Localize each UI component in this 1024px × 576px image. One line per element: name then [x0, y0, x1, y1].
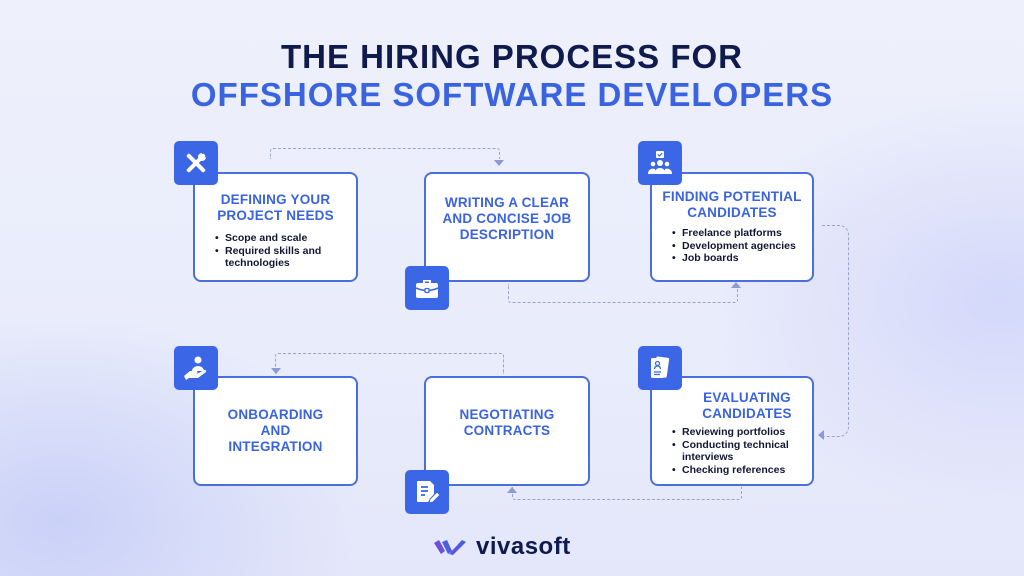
- step-bullets: Reviewing portfolios Conducting technica…: [662, 426, 802, 476]
- arrow-up-icon: [507, 487, 517, 493]
- brand-logo: vivasoft: [432, 533, 571, 561]
- arrow-down-icon: [494, 160, 504, 166]
- resume-icon: [638, 346, 682, 390]
- step-title: WRITING A CLEAR AND CONCISE JOB DESCRIPT…: [442, 195, 572, 242]
- team-check-icon: [638, 141, 682, 185]
- step-card-onboarding-integration: ONBOARDING AND INTEGRATION: [193, 376, 358, 486]
- arrow-left-icon: [818, 430, 824, 440]
- step-card-writing-job-description: WRITING A CLEAR AND CONCISE JOB DESCRIPT…: [424, 172, 590, 282]
- bullet-item: Checking references: [672, 464, 802, 477]
- step-title: EVALUATING CANDIDATES: [702, 390, 792, 421]
- step-title: FINDING POTENTIAL CANDIDATES: [662, 189, 802, 221]
- bullet-item: Freelance platforms: [672, 227, 796, 240]
- bullet-item: Required skills and technologies: [215, 245, 346, 270]
- step-title: DEFINING YOUR PROJECT NEEDS: [217, 192, 334, 224]
- briefcase-icon: [405, 266, 449, 310]
- step-card-defining-project-needs: DEFINING YOUR PROJECT NEEDS Scope and sc…: [193, 172, 358, 282]
- document-edit-icon: [405, 470, 449, 514]
- connector-4-5: [512, 487, 742, 500]
- connector-2-3: [508, 284, 738, 303]
- bullet-item: Job boards: [672, 252, 796, 265]
- connector-5-6: [275, 353, 504, 374]
- bullet-item: Reviewing portfolios: [672, 426, 802, 439]
- hand-person-icon: [174, 346, 218, 390]
- bullet-item: Scope and scale: [215, 232, 346, 245]
- arrow-down-icon: [271, 368, 281, 374]
- step-title: ONBOARDING AND INTEGRATION: [227, 407, 324, 454]
- title-line-1: THE HIRING PROCESS FOR: [280, 38, 744, 75]
- step-card-negotiating-contracts: NEGOTIATING CONTRACTS: [424, 376, 590, 486]
- bullet-item: Development agencies: [672, 240, 796, 253]
- connector-3-4: [822, 225, 849, 437]
- title-line-2: OFFSHORE SOFTWARE DEVELOPERS: [190, 76, 834, 113]
- page-title: THE HIRING PROCESS FOR OFFSHORE SOFTWARE…: [0, 38, 1024, 114]
- arrow-up-icon: [731, 282, 741, 288]
- step-bullets: Freelance platforms Development agencies…: [662, 227, 796, 265]
- vivasoft-logo-icon: [434, 540, 466, 555]
- step-card-finding-candidates: FINDING POTENTIAL CANDIDATES Freelance p…: [650, 172, 814, 282]
- tools-icon: [174, 141, 218, 185]
- step-card-evaluating-candidates: EVALUATING CANDIDATES Reviewing portfoli…: [650, 376, 814, 486]
- step-title: NEGOTIATING CONTRACTS: [459, 407, 555, 438]
- step-bullets: Scope and scale Required skills and tech…: [205, 232, 346, 270]
- bullet-item: Conducting technical interviews: [672, 439, 802, 464]
- connector-1-2: [270, 148, 500, 159]
- brand-name: vivasoft: [476, 533, 571, 560]
